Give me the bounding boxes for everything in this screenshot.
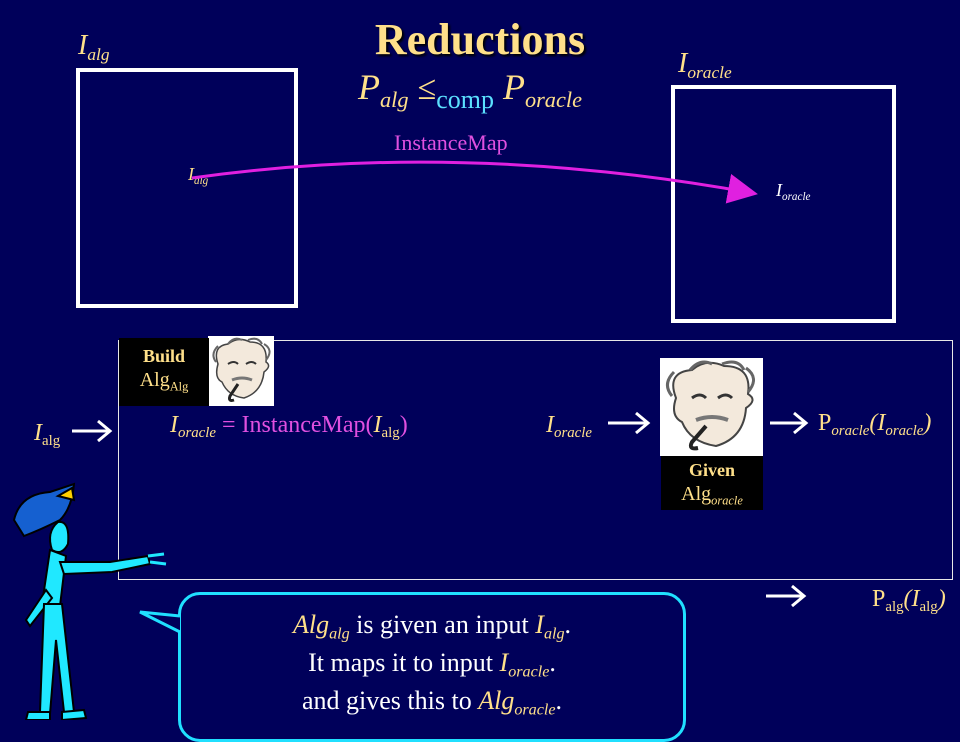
comp-subscript: comp	[436, 85, 494, 115]
build-alg-badge: Build AlgAlg	[119, 338, 209, 406]
alg-instance-box	[76, 68, 298, 308]
oracle-input-label: Ioracle	[546, 412, 593, 442]
arrow-oracle-input	[608, 411, 651, 435]
alg-instance-label: Ialg	[78, 30, 110, 65]
p-alg: Palg	[358, 67, 409, 112]
less-equal-symbol: ≤	[417, 70, 437, 107]
oracle-instance-point-label: Ioracle	[776, 180, 811, 203]
oracle-instance-label: Ioracle	[678, 48, 732, 83]
reduction-equation: Palg ≤comp Poracle	[0, 66, 940, 113]
pirate-figure-icon	[12, 482, 167, 720]
p-oracle: Poracle	[502, 67, 582, 112]
graphics-overlay	[12, 160, 809, 720]
algorithm-box	[118, 340, 953, 580]
instance-map-label: InstanceMap	[394, 130, 508, 155]
arrow-alg-input	[72, 419, 113, 443]
instance-map-formula: Ioracle = InstanceMap(Ialg)	[170, 412, 408, 442]
arrow-oracle-output	[770, 411, 809, 435]
bubble-line-3: and gives this to Algoracle.	[302, 686, 562, 719]
einstein-face-small	[208, 336, 274, 406]
alg-instance-point-label: Ialg	[188, 164, 209, 187]
oracle-instance-box	[671, 85, 896, 323]
alg-output-label: Palg(Ialg)	[872, 586, 946, 616]
einstein-face-icon	[666, 360, 755, 451]
instance-map-arrow	[191, 160, 758, 204]
einstein-face-large	[660, 358, 763, 456]
given-alg-badge: Given Algoracle	[661, 456, 763, 510]
bubble-line-2: It maps it to input Ioracle.	[308, 648, 556, 681]
oracle-output-label: Poracle(Ioracle)	[818, 410, 932, 440]
arrow-alg-output	[766, 584, 807, 608]
einstein-face-icon	[212, 337, 271, 402]
bubble-line-1: Algalg is given an input Ialg.	[292, 610, 572, 643]
speech-bubble-tail	[139, 610, 181, 634]
alg-input-label: Ialg	[34, 420, 61, 450]
slide-title: Reductions	[374, 15, 586, 64]
